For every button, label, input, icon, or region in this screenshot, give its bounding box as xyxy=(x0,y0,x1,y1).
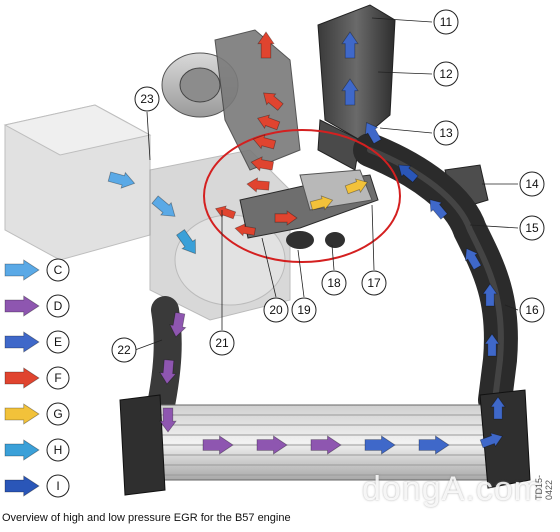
legend-arrow-G xyxy=(4,403,40,425)
svg-text:17: 17 xyxy=(367,276,381,290)
flow-arrow-exhaust xyxy=(214,205,237,220)
svg-text:20: 20 xyxy=(269,303,283,317)
flow-arrow-charge-air xyxy=(482,283,498,307)
legend-arrow-D xyxy=(4,295,40,317)
flow-arrow-fresh-air xyxy=(107,171,136,189)
callout-19: 19 xyxy=(291,297,317,323)
flow-arrow-exhaust xyxy=(257,114,281,131)
figure-caption: Overview of high and low pressure EGR fo… xyxy=(2,512,291,524)
callout-11: 11 xyxy=(433,9,459,35)
legend-badge-E xyxy=(46,330,70,354)
flow-arrow-fresh-air xyxy=(176,229,196,255)
svg-text:22: 22 xyxy=(117,343,131,357)
flow-arrow-hot-charge-air xyxy=(159,359,177,385)
callouts: 11 12 13 14 15 16 17 18 19 20 21 22 23 xyxy=(111,9,545,363)
legend-badge-F xyxy=(46,366,70,390)
legend-arrow-F xyxy=(4,367,40,389)
callout-16: 16 xyxy=(519,297,545,323)
flow-arrow-cooled-charge-air xyxy=(418,435,450,455)
callout-22: 22 xyxy=(111,337,137,363)
svg-text:12: 12 xyxy=(439,67,453,81)
legend-label-E: E xyxy=(54,335,62,349)
flow-arrow-charge-air xyxy=(341,78,359,106)
svg-text:11: 11 xyxy=(440,15,453,29)
svg-text:18: 18 xyxy=(327,276,341,290)
flow-arrow-charge-air xyxy=(479,432,503,449)
flow-arrow-charge-air xyxy=(364,121,382,145)
flow-arrow-exhaust xyxy=(257,31,275,59)
flow-arrow-charge-air xyxy=(490,396,506,420)
flow-arrow-hot-charge-air xyxy=(159,407,177,433)
flow-arrow-charge-air xyxy=(464,247,482,271)
flow-arrow-egr xyxy=(309,195,334,211)
flow-arrow-charge-air xyxy=(484,333,500,357)
flow-arrow-exhaust xyxy=(252,134,277,150)
flow-arrow-exhaust xyxy=(234,223,256,237)
legend-label-G: G xyxy=(53,407,62,421)
callout-20: 20 xyxy=(263,297,289,323)
flow-arrow-hot-charge-air xyxy=(202,435,234,455)
egr-highlight-ring xyxy=(203,129,401,263)
svg-text:16: 16 xyxy=(525,303,539,317)
legend-arrow-I xyxy=(4,475,40,497)
legend-label-D: D xyxy=(54,299,63,313)
svg-text:13: 13 xyxy=(439,126,453,140)
callout-17: 17 xyxy=(361,270,387,296)
turbocharger xyxy=(161,29,301,171)
flow-arrow-charge-air xyxy=(398,164,419,183)
flow-arrow-exhaust xyxy=(274,210,298,226)
egr-cooler-module xyxy=(239,169,379,249)
legend-label-H: H xyxy=(54,443,63,457)
flow-arrow-fresh-air xyxy=(151,195,176,217)
flow-arrow-hot-charge-air xyxy=(169,311,187,338)
legend: C D E F G H I xyxy=(4,258,70,498)
air-filter-housing xyxy=(3,104,152,261)
flow-arrows xyxy=(107,31,506,455)
legend-badge-D xyxy=(46,294,70,318)
legend-badge-H xyxy=(46,438,70,462)
flow-arrow-egr xyxy=(344,178,368,195)
flow-arrow-hot-charge-air xyxy=(256,435,288,455)
svg-text:23: 23 xyxy=(140,92,154,106)
legend-arrow-E xyxy=(4,331,40,353)
legend-badge-C xyxy=(46,258,70,282)
callout-23: 23 xyxy=(134,86,160,112)
callout-21: 21 xyxy=(209,330,235,356)
flow-arrow-charge-air xyxy=(429,199,448,220)
flow-arrow-cooled-charge-air xyxy=(364,435,396,455)
svg-text:14: 14 xyxy=(525,177,539,191)
legend-label-I: I xyxy=(56,479,59,493)
figure-code: TD15-0422 xyxy=(534,474,554,500)
leader-lines xyxy=(134,17,519,351)
svg-text:15: 15 xyxy=(525,221,539,235)
legend-arrow-C xyxy=(4,259,40,281)
callout-13: 13 xyxy=(433,120,459,146)
flow-arrow-exhaust xyxy=(263,92,284,111)
callout-12: 12 xyxy=(433,61,459,87)
legend-label-F: F xyxy=(54,371,61,385)
flow-arrow-charge-air xyxy=(341,31,359,59)
flow-arrow-exhaust xyxy=(250,156,275,172)
svg-text:19: 19 xyxy=(297,303,311,317)
callout-18: 18 xyxy=(321,270,347,296)
svg-text:21: 21 xyxy=(215,336,229,350)
legend-arrow-H xyxy=(4,439,40,461)
flow-arrow-exhaust xyxy=(246,177,270,193)
legend-badge-I xyxy=(46,474,70,498)
legend-label-C: C xyxy=(54,263,63,277)
hose-to-intercooler xyxy=(146,296,182,424)
legend-badge-G xyxy=(46,402,70,426)
engine-block xyxy=(149,149,291,321)
flow-arrow-hot-charge-air xyxy=(310,435,342,455)
callout-15: 15 xyxy=(519,215,545,241)
callout-14: 14 xyxy=(519,171,545,197)
watermark: dongA.com xyxy=(362,470,543,508)
